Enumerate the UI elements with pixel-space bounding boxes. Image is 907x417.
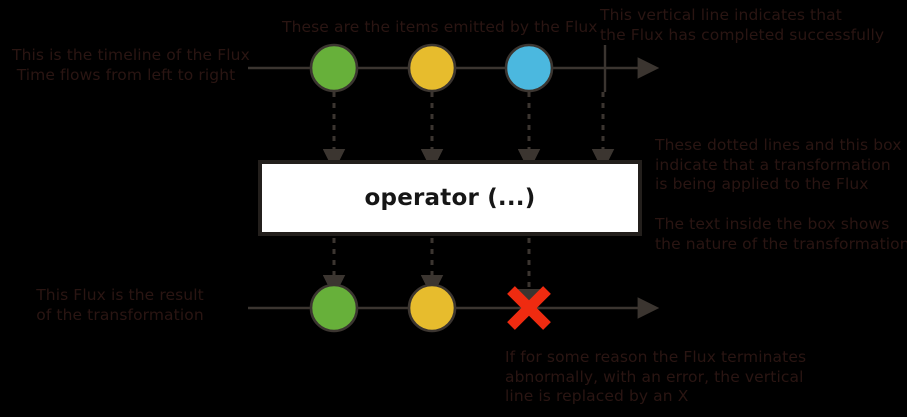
note-timeline: This is the timeline of the Flux Time fl… — [12, 46, 250, 84]
marble-yellow — [407, 43, 457, 93]
result-flux-timeline — [248, 283, 660, 333]
note-result: This Flux is the result of the transform… — [36, 286, 204, 324]
note-items-emitted: These are the items emitted by the Flux — [282, 18, 598, 36]
marble-blue — [504, 43, 554, 93]
note-error: If for some reason the Flux terminates a… — [505, 348, 807, 405]
note-transformation: These dotted lines and this box indicate… — [655, 136, 902, 193]
marble-green — [309, 283, 359, 333]
note-box-text: The text inside the box shows the nature… — [655, 215, 907, 253]
operator-box-label: operator (...) — [364, 185, 536, 211]
operator-box[interactable] — [258, 160, 642, 236]
input-connectors — [322, 92, 615, 172]
output-connectors — [322, 238, 541, 312]
note-completion: This vertical line indicates that the Fl… — [600, 6, 885, 44]
marble-green — [309, 43, 359, 93]
marble-yellow — [407, 283, 457, 333]
source-flux-timeline — [248, 43, 660, 93]
error-x-stroke-b — [507, 286, 551, 330]
error-x-marker — [507, 286, 551, 330]
